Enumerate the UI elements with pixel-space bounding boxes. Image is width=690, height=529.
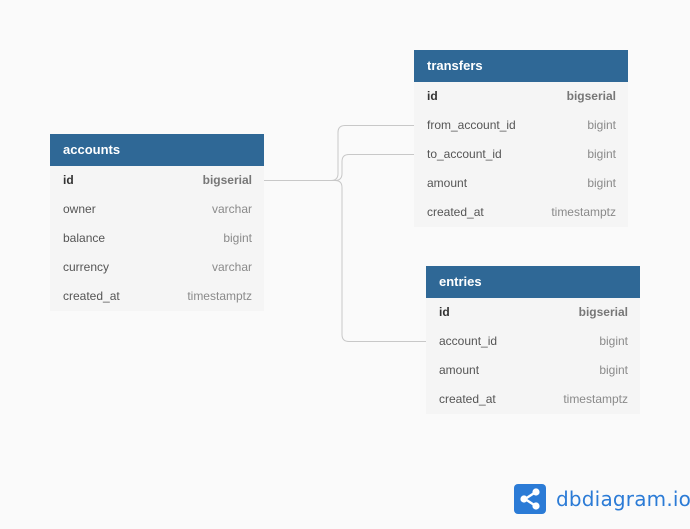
field-name: id xyxy=(427,89,438,103)
field-type: bigint xyxy=(587,118,616,132)
field-name: owner xyxy=(63,202,96,216)
field-row[interactable]: created_at timestamptz xyxy=(414,198,628,227)
field-type: bigserial xyxy=(578,305,628,319)
field-row[interactable]: id bigserial xyxy=(50,166,264,195)
brand-name: dbdiagram.io xyxy=(556,487,690,511)
field-name: balance xyxy=(63,231,106,245)
field-row[interactable]: amount bigint xyxy=(426,356,640,385)
table-accounts[interactable]: accounts id bigserial owner varchar bala… xyxy=(50,134,264,311)
field-name: created_at xyxy=(63,289,120,303)
field-row[interactable]: owner varchar xyxy=(50,195,264,224)
share-nodes-icon xyxy=(514,484,546,514)
field-row[interactable]: amount bigint xyxy=(414,169,628,198)
field-row[interactable]: currency varchar xyxy=(50,253,264,282)
field-type: bigint xyxy=(587,176,616,190)
field-type: timestamptz xyxy=(187,289,252,303)
field-row[interactable]: id bigserial xyxy=(414,82,628,111)
relation-accounts-to-entries-account-id[interactable] xyxy=(264,180,426,342)
field-type: bigint xyxy=(223,231,252,245)
field-type: bigserial xyxy=(566,89,616,103)
field-row[interactable]: to_account_id bigint xyxy=(414,140,628,169)
field-name: from_account_id xyxy=(427,118,516,132)
table-entries[interactable]: entries id bigserial account_id bigint a… xyxy=(426,266,640,414)
field-type: varchar xyxy=(211,202,252,216)
field-name: created_at xyxy=(427,205,484,219)
table-header-entries[interactable]: entries xyxy=(426,266,640,298)
relation-accounts-to-from-account-id[interactable] xyxy=(264,125,414,181)
field-type: timestamptz xyxy=(563,392,628,406)
field-row[interactable]: created_at timestamptz xyxy=(50,282,264,311)
field-type: bigint xyxy=(587,147,616,161)
field-row[interactable]: created_at timestamptz xyxy=(426,385,640,414)
field-name: created_at xyxy=(439,392,496,406)
field-name: amount xyxy=(427,176,468,190)
field-row[interactable]: balance bigint xyxy=(50,224,264,253)
field-type: timestamptz xyxy=(551,205,616,219)
table-header-transfers[interactable]: transfers xyxy=(414,50,628,82)
field-row[interactable]: id bigserial xyxy=(426,298,640,327)
field-name: currency xyxy=(63,260,110,274)
relation-accounts-to-to-account-id[interactable] xyxy=(264,154,414,181)
field-type: bigint xyxy=(599,363,628,377)
field-type: varchar xyxy=(211,260,252,274)
field-name: id xyxy=(439,305,450,319)
brand-watermark[interactable]: dbdiagram.io xyxy=(514,484,690,514)
table-transfers[interactable]: transfers id bigserial from_account_id b… xyxy=(414,50,628,227)
field-type: bigserial xyxy=(202,173,252,187)
field-row[interactable]: from_account_id bigint xyxy=(414,111,628,140)
field-name: to_account_id xyxy=(427,147,502,161)
field-name: account_id xyxy=(439,334,498,348)
field-type: bigint xyxy=(599,334,628,348)
field-row[interactable]: account_id bigint xyxy=(426,327,640,356)
field-name: amount xyxy=(439,363,480,377)
table-header-accounts[interactable]: accounts xyxy=(50,134,264,166)
field-name: id xyxy=(63,173,74,187)
